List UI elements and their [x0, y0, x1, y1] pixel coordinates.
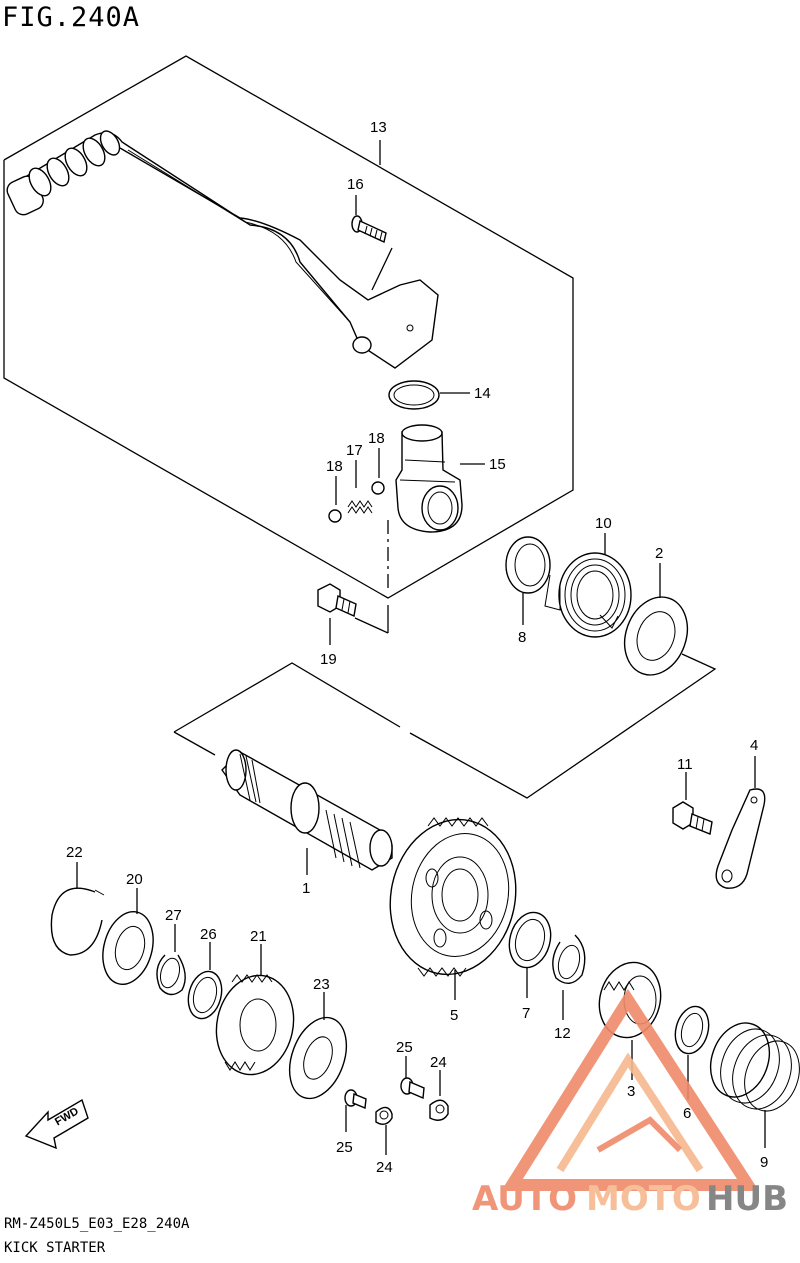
callout-22: 22 [66, 844, 83, 861]
figure-name: KICK STARTER [4, 1240, 106, 1256]
kick-starter-gear-5 [389, 817, 517, 1000]
spring-guide-2 [623, 563, 689, 676]
washer-7 [508, 911, 552, 998]
callout-27: 27 [165, 907, 182, 924]
ratchet-spring-9 [709, 1022, 800, 1148]
watermark-logo: AUTO MOTO HUB [472, 988, 788, 1219]
bolt-25-right [400, 1056, 425, 1100]
callout-15: 15 [489, 456, 506, 473]
callout-21: 21 [250, 928, 267, 945]
kick-lever-assembly-frame [3, 55, 574, 599]
callout-18-left: 18 [326, 458, 343, 475]
kick-shaft-15 [395, 424, 485, 533]
callout-25-right: 25 [396, 1039, 413, 1056]
callout-18-right: 18 [368, 430, 385, 447]
callout-26: 26 [200, 926, 217, 943]
callout-6: 6 [683, 1105, 691, 1122]
washer-6 [674, 1005, 710, 1100]
washer-26 [187, 942, 223, 1020]
watermark-hub: HUB [706, 1179, 788, 1219]
bolt-25-left [344, 1089, 367, 1132]
ball-18-right [371, 448, 385, 495]
snap-ring-22 [50, 862, 105, 956]
watermark-auto: AUTO [472, 1179, 577, 1219]
callout-5: 5 [450, 1007, 458, 1024]
kick-lever [6, 130, 439, 369]
callout-25-left: 25 [336, 1139, 353, 1156]
callout-2: 2 [655, 545, 663, 562]
plate-24-left [375, 1106, 393, 1155]
callout-8: 8 [518, 629, 526, 646]
idle-gear-21 [215, 944, 295, 1076]
callout-11: 11 [677, 756, 693, 773]
lever-grip-ridges [28, 130, 121, 197]
callout-7: 7 [522, 1005, 530, 1022]
circlip-12 [552, 934, 586, 1020]
o-ring-14 [388, 380, 470, 410]
spring-17 [347, 460, 373, 514]
ball-18-left [328, 476, 342, 523]
callout-1: 1 [302, 880, 310, 897]
shaft-splines [239, 753, 361, 869]
stopper-plate-4 [715, 756, 766, 889]
kick-starter-shaft-1 [221, 749, 393, 875]
bolt-16 [351, 195, 393, 291]
callout-23: 23 [313, 976, 330, 993]
callout-13: 13 [370, 119, 387, 136]
bolt-19 [317, 583, 389, 645]
figure-title: FIG.240A [2, 2, 141, 33]
callout-labels: 13 16 14 18 17 18 15 10 2 8 19 4 11 22 2… [66, 119, 768, 1176]
callout-3: 3 [627, 1083, 635, 1100]
callout-17: 17 [346, 442, 363, 459]
callout-16: 16 [347, 176, 364, 193]
figure-code: RM-Z450L5_E03_E28_240A [4, 1216, 190, 1232]
circlip-27 [156, 924, 186, 996]
callout-19: 19 [320, 651, 337, 668]
callout-9: 9 [760, 1154, 768, 1171]
bolt-11 [672, 772, 713, 835]
return-spring-10 [544, 533, 632, 638]
callout-24-right: 24 [430, 1054, 447, 1071]
retainer-20 [102, 888, 154, 985]
plate-24-right [429, 1070, 449, 1121]
callout-24-left: 24 [376, 1159, 393, 1176]
shaft-assembly-frame [173, 653, 717, 799]
callout-12: 12 [554, 1025, 571, 1042]
washer-23 [288, 992, 348, 1100]
forward-direction-arrow: FWD [24, 1098, 89, 1150]
callout-20: 20 [126, 871, 143, 888]
callout-4: 4 [750, 737, 758, 754]
callout-10: 10 [595, 515, 612, 532]
washer-8 [505, 536, 551, 625]
callout-14: 14 [474, 385, 491, 402]
watermark-moto: MOTO [586, 1179, 701, 1219]
